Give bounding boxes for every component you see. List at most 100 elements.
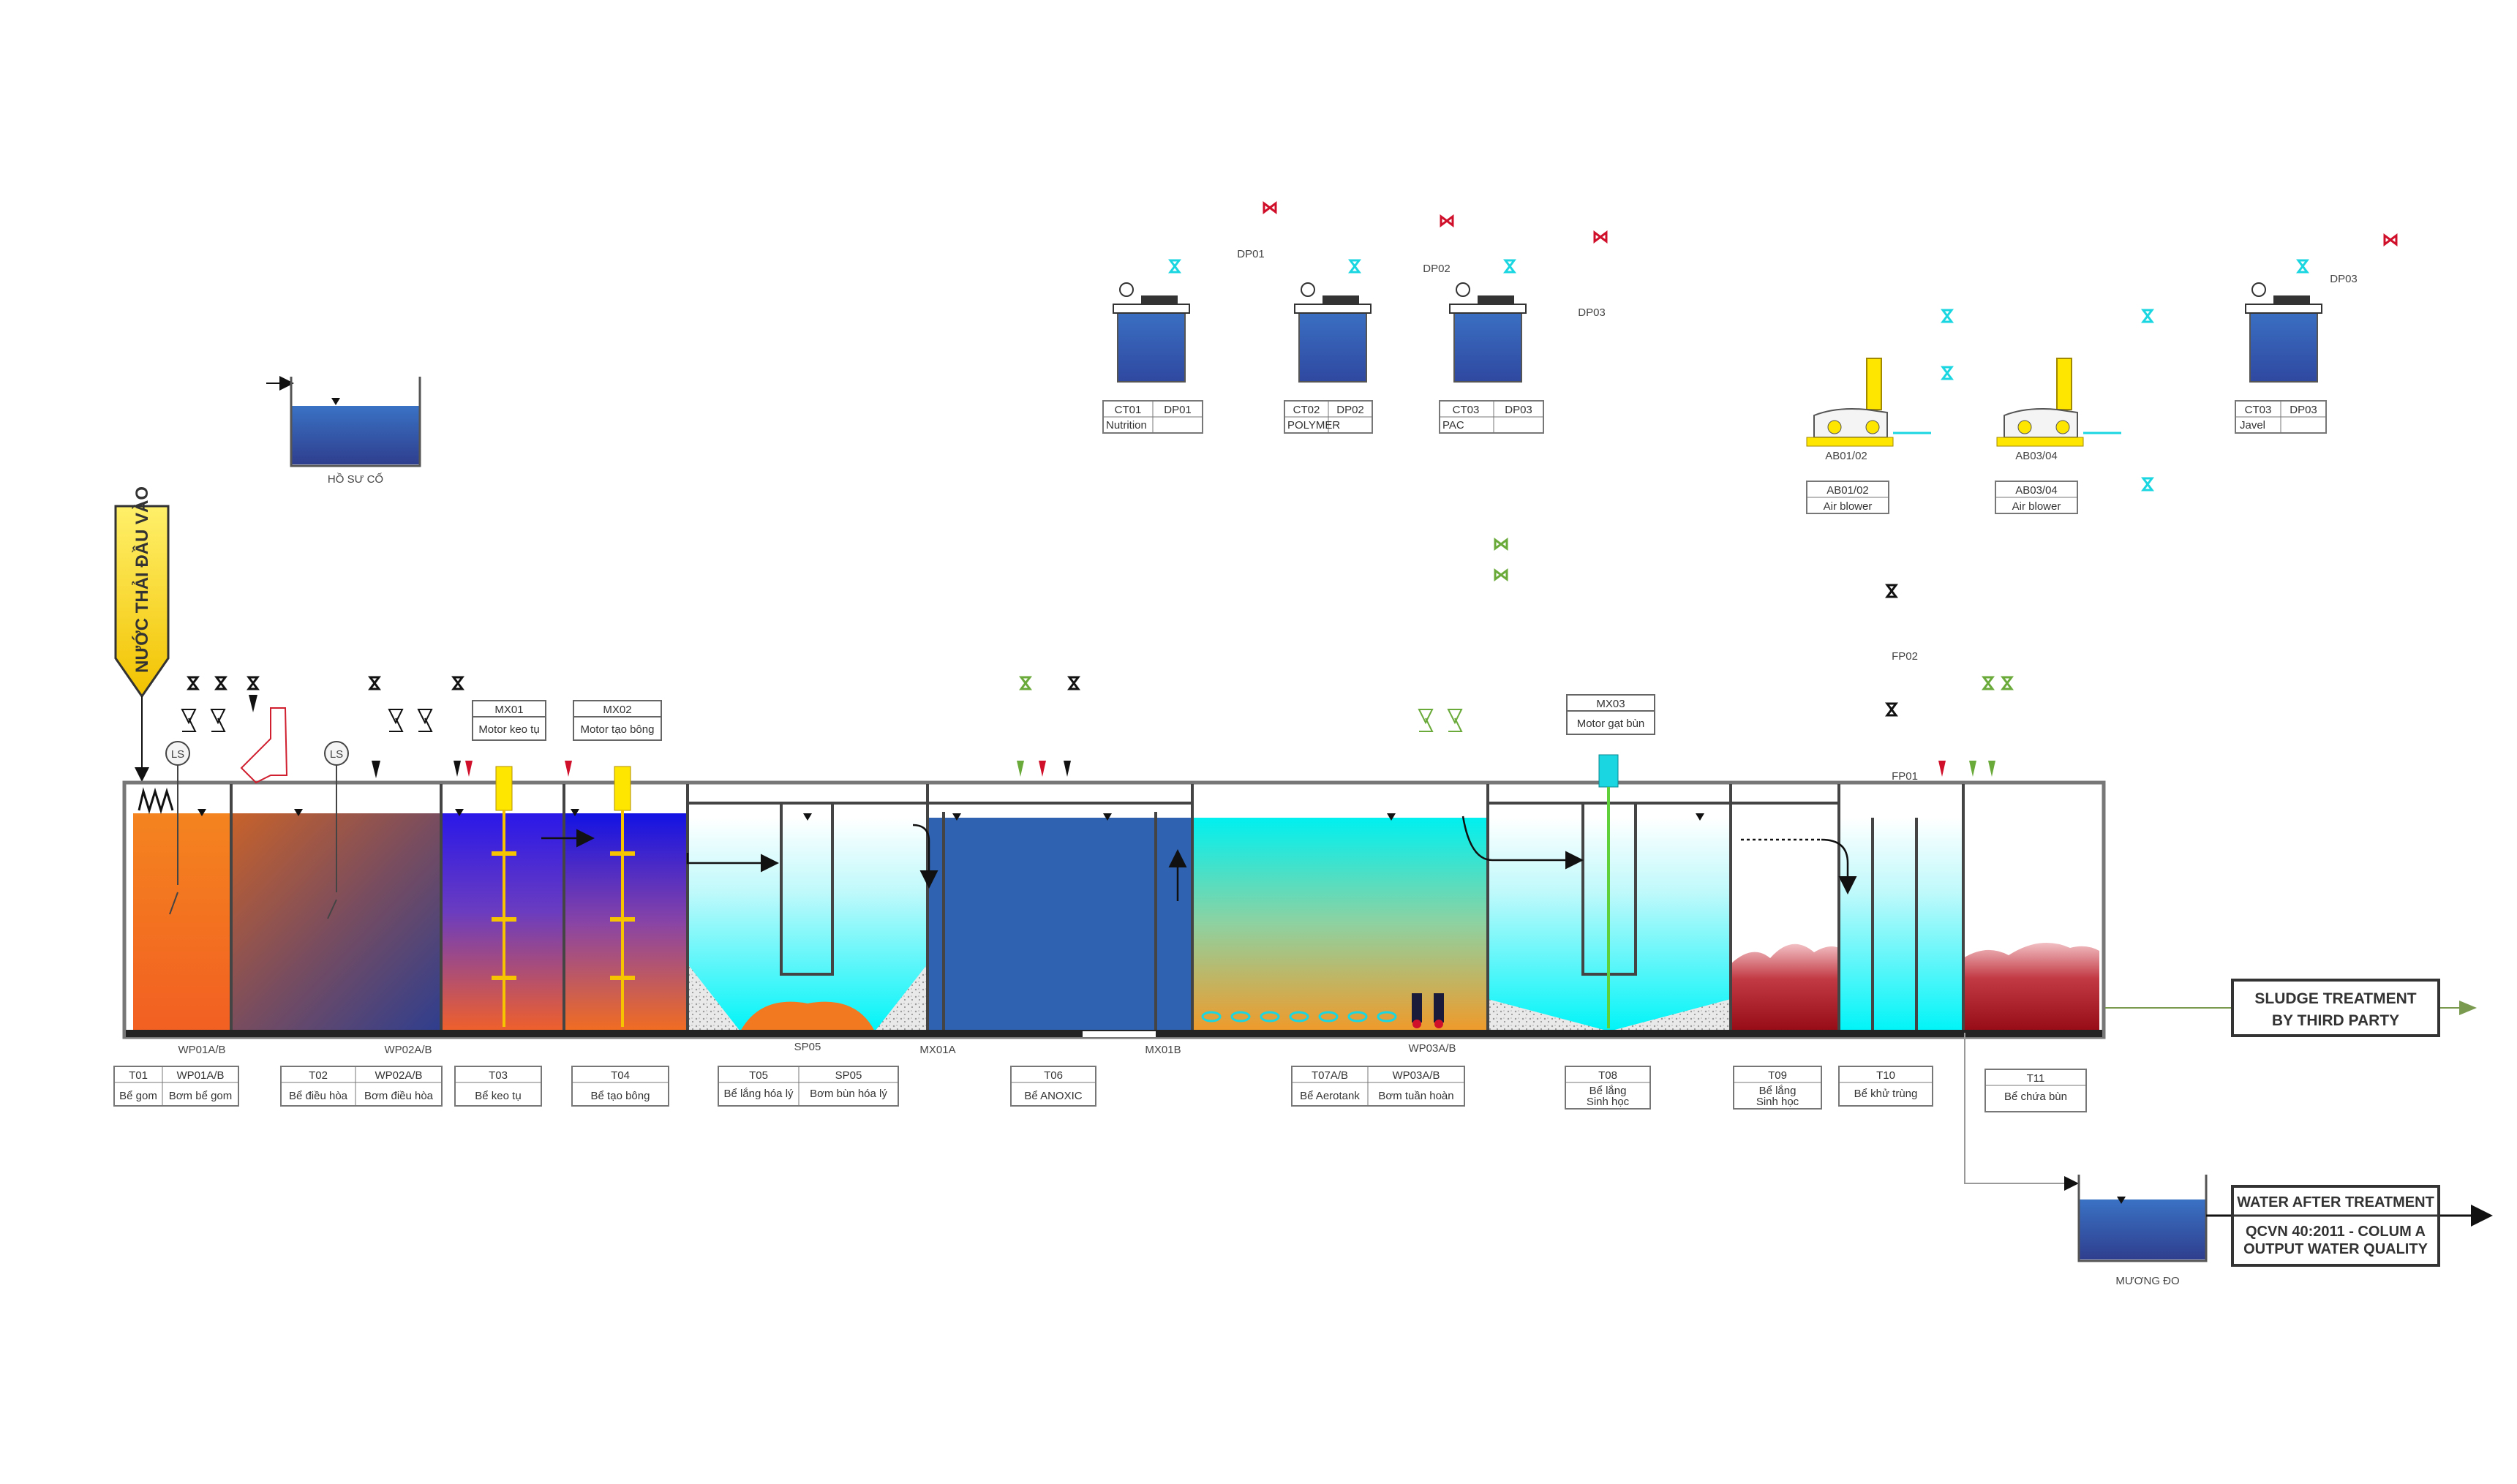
chem-ct02-pump: DP02 xyxy=(1336,404,1364,416)
sludge-output: SLUDGE TREATMENT BY THIRD PARTY xyxy=(2105,979,2477,1037)
inlet-label: NƯỚC THẢI ĐẦU VÀO xyxy=(131,486,152,673)
t09-name2: Sinh học xyxy=(1756,1096,1799,1108)
chem-javel-chemical: Javel xyxy=(2240,419,2265,432)
blower-ab0304-label: AB03/04 Air blower xyxy=(1995,481,2078,514)
t07-pump-code: WP03A/B xyxy=(1392,1069,1440,1082)
mx01b-tag: MX01B xyxy=(1145,1044,1181,1056)
tank-t05 xyxy=(688,818,928,1031)
dp03-javel-tag: DP03 xyxy=(2330,273,2358,285)
label-t05: T05 Bể lắng hóa lý SP05 Bơm bùn hóa lý xyxy=(718,1066,899,1107)
wp01-tag: WP01A/B xyxy=(178,1044,225,1056)
emergency-pond-label: HỒ SƯ CỐ xyxy=(328,472,383,486)
chemical-tanks: CT01 DP01 Nutrition CT02 DP02 POLYMER CT… xyxy=(1102,248,2358,434)
chem-tank-ct03 xyxy=(1449,282,1527,383)
t11-name: Bể chứa bùn xyxy=(2004,1091,2067,1103)
mixer-mx03-name: Motor gạt bùn xyxy=(1577,717,1645,730)
label-t11: T11 Bể chứa bùn xyxy=(1984,1069,2087,1112)
level-switch-1-tag: LS xyxy=(171,748,184,761)
tank-t06 xyxy=(928,818,1192,1031)
blower-ab0304-name: Air blower xyxy=(2012,500,2061,513)
chem-ct01-tank: CT01 xyxy=(1115,404,1142,416)
chem-ct01-pump: DP01 xyxy=(1164,404,1192,416)
t08-name: Bể lắng xyxy=(1589,1085,1627,1097)
chem-label-ct02: CT02 DP02 POLYMER xyxy=(1284,400,1373,434)
t07-name: Bể Aerotank xyxy=(1300,1090,1360,1102)
t06-code: T06 xyxy=(1044,1069,1063,1082)
blower-ab0304 xyxy=(1996,358,2121,447)
water-output: MƯƠNG ĐO WATER AFTER TREATMENT QCVN 40:2… xyxy=(1964,1033,2493,1287)
blower-ab0102-label: AB01/02 Air blower xyxy=(1806,481,1889,514)
chem-ct02-chemical: POLYMER xyxy=(1287,419,1340,432)
t03-code: T03 xyxy=(489,1069,508,1082)
t01-pump-code: WP01A/B xyxy=(176,1069,224,1082)
mixer-mx03-shaft xyxy=(1598,754,1619,1028)
t01-code: T01 xyxy=(129,1069,148,1082)
mixer-mx03-code: MX03 xyxy=(1596,698,1625,710)
blower-ab0102 xyxy=(1806,358,1931,447)
t10-code: T10 xyxy=(1876,1069,1895,1082)
t07-code: T07A/B xyxy=(1312,1069,1348,1082)
t05-pump-code: SP05 xyxy=(835,1069,862,1082)
mixer-mx02-label: MX02 Motor tạo bông xyxy=(573,700,662,741)
label-t06: T06 Bể ANOXIC xyxy=(1010,1066,1096,1107)
water-level-icon xyxy=(331,398,340,405)
chem-label-ct03: CT03 DP03 PAC xyxy=(1439,400,1544,434)
t03-name: Bể keo tụ xyxy=(475,1090,521,1102)
wp02-tag: WP02A/B xyxy=(384,1044,432,1056)
label-t02: T02 Bể điều hòa WP02A/B Bơm điều hòa xyxy=(280,1066,443,1107)
t05-code: T05 xyxy=(749,1069,768,1082)
fp01-tag: FP01 xyxy=(1892,770,1918,783)
bar-screen-icon xyxy=(138,787,174,815)
t02-pump-code: WP02A/B xyxy=(375,1069,422,1082)
t09-code: T09 xyxy=(1768,1069,1787,1082)
main-tank-train: LS LS xyxy=(122,650,2106,1056)
sludge-line1: SLUDGE TREATMENT xyxy=(2254,990,2416,1007)
blower-ab0102-name: Air blower xyxy=(1824,500,1873,513)
dp03-tag: DP03 xyxy=(1578,306,1606,319)
screen-basket-icon xyxy=(240,707,288,784)
dp02-tag: DP02 xyxy=(1423,263,1451,275)
label-t04: T04 Bể tạo bông xyxy=(571,1066,669,1107)
label-t03: T03 Bể keo tụ xyxy=(454,1066,542,1107)
water-line1: QCVN 40:2011 - COLUM A xyxy=(2246,1224,2426,1240)
t02-code: T02 xyxy=(309,1069,328,1082)
sludge-line2: BY THIRD PARTY xyxy=(2272,1012,2399,1029)
chem-ct02-tank: CT02 xyxy=(1293,404,1320,416)
t02-name: Bể điều hòa xyxy=(289,1090,348,1102)
chem-javel-tank: CT03 xyxy=(2245,404,2272,416)
blower-ab0102-code: AB01/02 xyxy=(1826,484,1869,497)
t04-code: T04 xyxy=(611,1069,630,1082)
emergency-pond: HỒ SƯ CỐ xyxy=(266,376,421,486)
label-t01: T01 Bể gom WP01A/B Bơm bể gom xyxy=(113,1066,239,1107)
channel-label: MƯƠNG ĐO xyxy=(2115,1275,2179,1287)
t11-code: T11 xyxy=(2027,1072,2045,1085)
level-switch-2-tag: LS xyxy=(330,748,343,761)
chem-tank-ct02 xyxy=(1294,282,1372,383)
t01-name: Bể gom xyxy=(119,1090,157,1102)
water-level-icon xyxy=(2117,1197,2126,1204)
t07-pump-name: Bơm tuần hoàn xyxy=(1378,1090,1453,1102)
water-level-icons xyxy=(197,809,1704,821)
mixer-labels: MX01 Motor keo tụ MX02 Motor tạo bông MX… xyxy=(472,694,1655,741)
measurement-channel xyxy=(2077,1175,2208,1262)
water-line2: OUTPUT WATER QUALITY xyxy=(2243,1241,2428,1257)
dp01-tag: DP01 xyxy=(1237,248,1265,260)
mixer-mx01-shaft xyxy=(492,766,516,1027)
mixer-mx01-label: MX01 Motor keo tụ xyxy=(472,700,546,741)
water-title: WATER AFTER TREATMENT xyxy=(2237,1194,2434,1210)
label-t07: T07A/B Bể Aerotank WP03A/B Bơm tuần hoàn xyxy=(1291,1066,1465,1107)
chem-ct03-tank: CT03 xyxy=(1453,404,1480,416)
blower-ab0304-code: AB03/04 xyxy=(2015,484,2058,497)
mixer-mx01-name: Motor keo tụ xyxy=(478,723,539,736)
label-t08: T08 Bể lắng Sinh học xyxy=(1565,1066,1651,1110)
chem-ct03-pump: DP03 xyxy=(1505,404,1532,416)
mixer-mx01-code: MX01 xyxy=(494,704,523,716)
t05-pump-name: Bơm bùn hóa lý xyxy=(810,1088,887,1100)
label-t10: T10 Bể khử trùng xyxy=(1838,1066,1933,1107)
mixer-mx03-label: MX03 Motor gạt bùn xyxy=(1566,694,1655,735)
mixer-mx02-name: Motor tạo bông xyxy=(581,723,655,736)
chem-ct01-chemical: Nutrition xyxy=(1106,419,1147,432)
t06-name: Bể ANOXIC xyxy=(1024,1090,1082,1102)
t10-name: Bể khử trùng xyxy=(1854,1088,1918,1100)
t08-name2: Sinh học xyxy=(1587,1096,1630,1108)
